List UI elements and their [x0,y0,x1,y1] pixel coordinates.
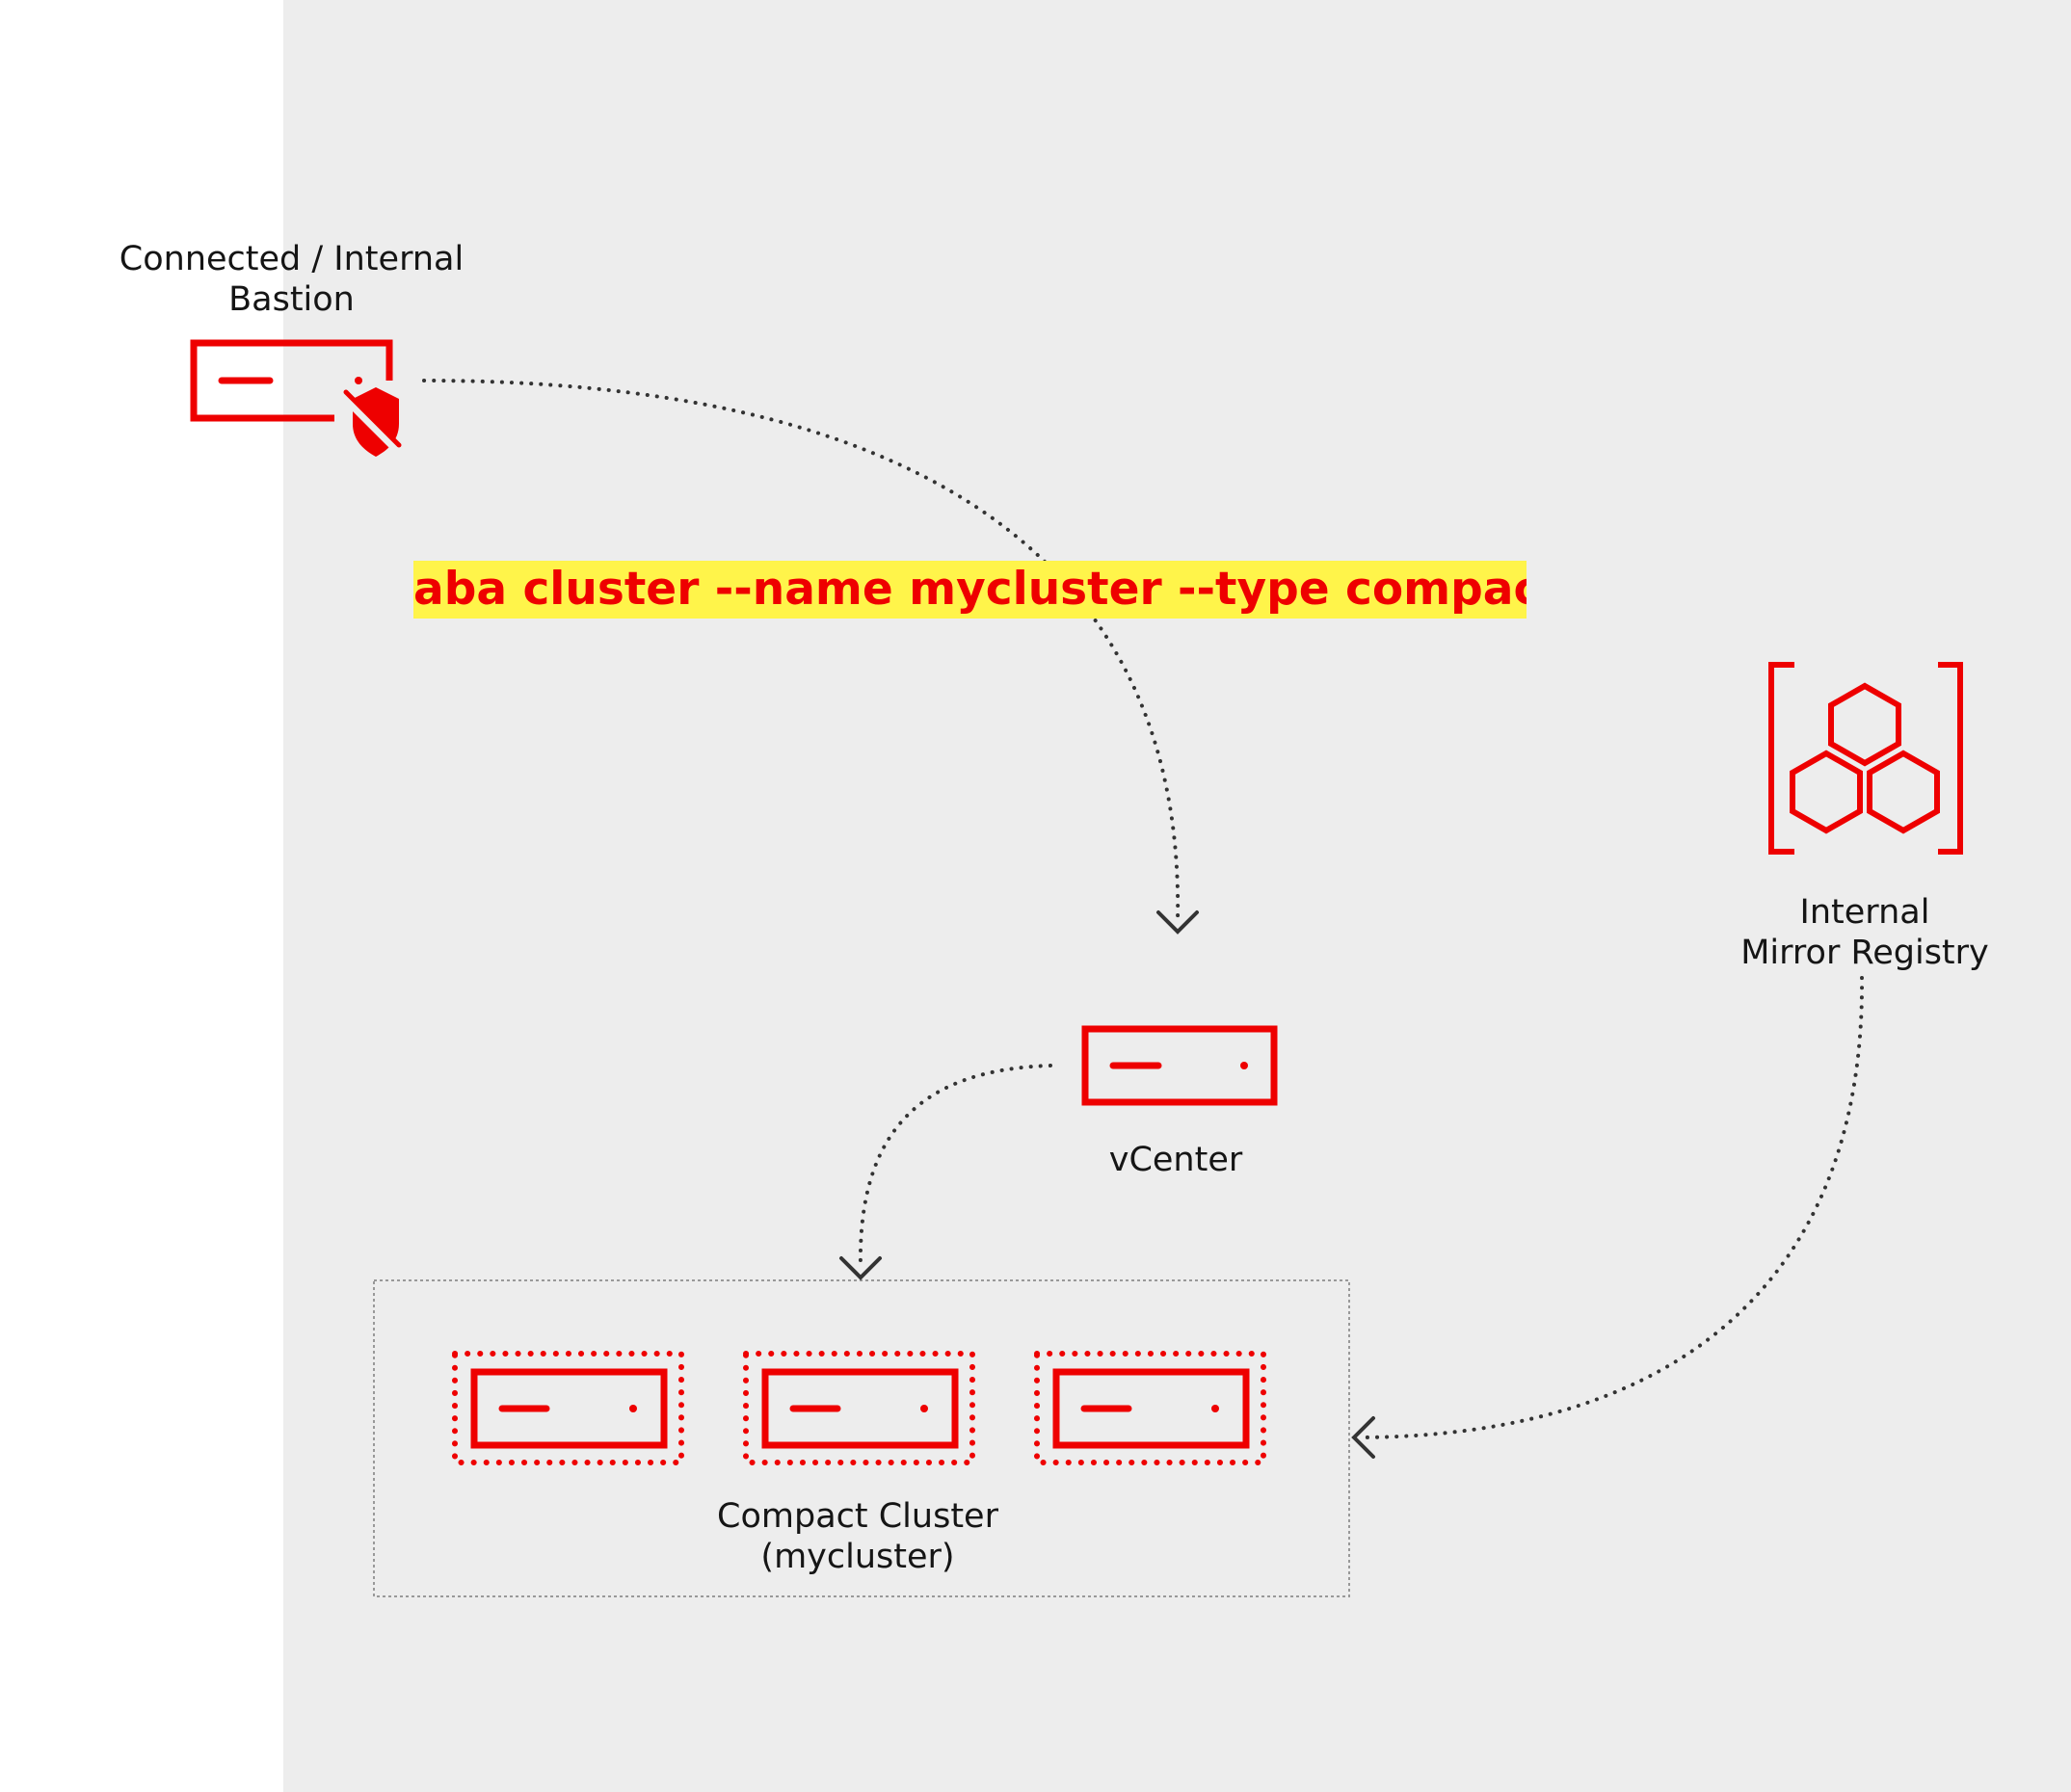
connector-vcenter-to-cluster [839,1064,1052,1280]
connector-bastion-to-vcenter [422,379,1199,935]
connector-registry-to-cluster [1351,976,1865,1459]
cluster-node-icon [743,1351,975,1465]
bastion-server-shield-icon [190,339,402,457]
cluster-label: Compact Cluster (mycluster) [717,1497,998,1576]
vcenter-label: vCenter [1108,1141,1243,1179]
cluster-group-box [373,1279,1350,1597]
registry-label: Internal Mirror Registry [1740,893,1989,972]
arrowhead-left-icon [1351,1416,1375,1459]
vcenter-server-icon [1081,1025,1278,1106]
cluster-node-icon [1034,1351,1266,1465]
arrowhead-down-icon [1156,910,1199,935]
arrowhead-down-icon [839,1256,882,1280]
registry-hexagons-icon [1768,662,1963,855]
bastion-label: Connected / Internal Bastion [119,240,465,319]
cluster-node-icon [452,1351,684,1465]
command-banner: aba cluster --name mycluster --type comp… [413,561,1527,619]
